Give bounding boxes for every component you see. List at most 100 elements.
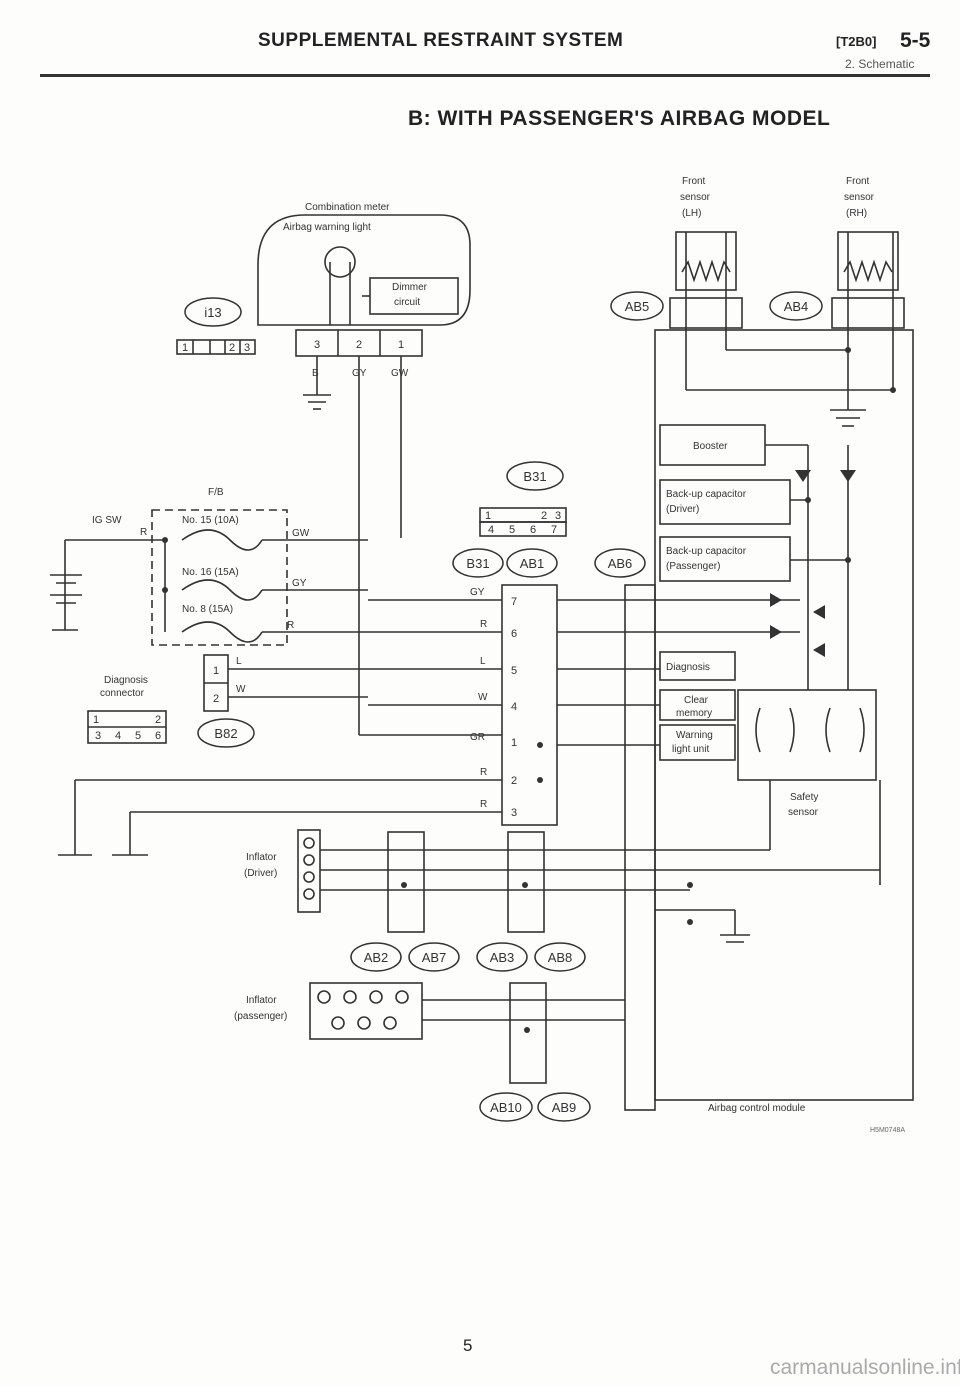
wire-fb-gy: GY (292, 578, 307, 589)
airbag-warning-light-label: Airbag warning light (283, 222, 371, 233)
wire-b31-r3: R (480, 799, 487, 810)
backup-capacitor-driver-box (659, 479, 791, 525)
b82-connector-tag (197, 718, 255, 748)
diag-pin-5: 5 (135, 730, 141, 742)
ab4-connector-tag (769, 291, 823, 321)
ab10-label: AB10 (490, 1100, 522, 1115)
b31-top-pin-5: 5 (509, 524, 515, 536)
inflator-passenger-block (309, 982, 423, 1040)
ab5-connector-block (669, 297, 743, 329)
combination-meter-outline (257, 214, 471, 326)
front-sensor-rh-box (837, 231, 899, 291)
i13-label: i13 (204, 305, 221, 320)
diagnosis-connector-label-2: connector (100, 688, 145, 699)
backup-driver-label-1: Back-up capacitor (666, 489, 747, 500)
b31-top-pin-6: 6 (530, 524, 536, 536)
diode-1-icon (795, 470, 811, 482)
wire-fb-gw: GW (292, 528, 310, 539)
header-rule (40, 74, 930, 77)
b31-top-connector-row2 (479, 521, 567, 537)
wire-diag-l: L (236, 656, 242, 667)
i13-connector-block (176, 339, 256, 355)
fuse15-label: No. 15 (10A) (182, 515, 239, 526)
meter-pin-3: 3 (314, 339, 320, 351)
wire-meter-gy: GY (352, 368, 367, 379)
ab2-ab7-connector (387, 831, 425, 933)
b31-stack-pin-7: 7 (511, 596, 517, 608)
warning-light-bulb (324, 246, 356, 278)
wire-meter-gw: GW (391, 368, 409, 379)
diagnosis-box (659, 651, 736, 681)
b82-pin-2: 2 (213, 693, 219, 705)
ab3-ab8-connector (507, 831, 545, 933)
i13-pin-1: 1 (182, 342, 188, 354)
b82-pin-1: 1 (213, 665, 219, 677)
header-subtitle: 2. Schematic (845, 57, 915, 71)
clear-memory-label-1: Clear (684, 695, 709, 706)
ab6-connector-tag (594, 548, 646, 578)
ab4-label: AB4 (784, 299, 809, 314)
ab6-connector-strip (624, 584, 656, 1111)
wire-meter-b: B (312, 368, 319, 379)
b31-top-connector-row1 (479, 507, 567, 523)
b31-connector-tag (452, 548, 504, 578)
header-page-ref: 5-5 (900, 29, 931, 52)
ab9-label: AB9 (552, 1100, 577, 1115)
diode-2-icon (840, 470, 856, 482)
diode-4-icon (770, 625, 782, 639)
diag-pin-2: 2 (155, 714, 161, 726)
inflator-passenger-label-2: (passenger) (234, 1011, 287, 1022)
b31-label: B31 (466, 556, 489, 571)
b82-label: B82 (214, 726, 237, 741)
b31-top-label: B31 (523, 469, 546, 484)
b31-stack-pin-6: 6 (511, 628, 517, 640)
inflator-driver-block (297, 829, 321, 913)
combination-meter-label: Combination meter (305, 202, 390, 213)
warning-light-unit-box (659, 724, 736, 761)
inflator-driver-label-1: Inflator (246, 852, 277, 863)
meter-pin-1: 1 (398, 339, 404, 351)
diag-pin-4: 4 (115, 730, 121, 742)
ab8-connector-tag (534, 942, 586, 972)
wire-b31-w: W (478, 692, 488, 703)
clear-memory-label-2: memory (676, 708, 712, 719)
safety-sensor-label-1: Safety (790, 792, 818, 803)
b31-top-pin-4: 4 (488, 524, 494, 536)
diagnosis-connector-label-1: Diagnosis (104, 675, 148, 686)
front-sensor-lh-2: sensor (680, 192, 711, 203)
wire-b31-l: L (480, 656, 486, 667)
fuse-box-outline (151, 509, 288, 646)
warning-light-unit-label-1: Warning (676, 730, 713, 741)
backup-driver-label-2: (Driver) (666, 504, 699, 515)
backup-passenger-label-1: Back-up capacitor (666, 546, 747, 557)
ab10-connector-tag (479, 1092, 533, 1122)
ab8-label: AB8 (548, 950, 573, 965)
wire-fb-r: R (287, 620, 294, 631)
dimmer-label-2: circuit (394, 297, 420, 308)
ab3-connector-tag (476, 942, 528, 972)
i13-pin-2: 2 (229, 342, 235, 354)
diag-pin-3: 3 (95, 730, 101, 742)
front-sensor-lh-box (675, 231, 737, 291)
b31-top-pin-3: 3 (555, 510, 561, 522)
b31-top-pin-7: 7 (551, 524, 557, 536)
b31-stack-pin-1: 1 (511, 737, 517, 749)
ab2-connector-tag (350, 942, 402, 972)
front-sensor-rh-3: (RH) (846, 208, 867, 219)
wire-ig-r: R (140, 527, 147, 538)
diode-3-icon (770, 593, 782, 607)
b31-stack-pin-5: 5 (511, 665, 517, 677)
ab9-connector-tag (537, 1092, 591, 1122)
backup-passenger-label-2: (Passenger) (666, 561, 720, 572)
safety-sensor-label-2: sensor (788, 807, 819, 818)
front-sensor-rh-2: sensor (844, 192, 875, 203)
ab5-label: AB5 (625, 299, 650, 314)
ab2-label: AB2 (364, 950, 389, 965)
fb-label: F/B (208, 487, 224, 498)
diag-pin-1: 1 (93, 714, 99, 726)
diode-6-icon (813, 643, 825, 657)
safety-sensor-box (737, 689, 877, 781)
dimmer-label-1: Dimmer (392, 282, 428, 293)
ab1-label: AB1 (520, 556, 545, 571)
